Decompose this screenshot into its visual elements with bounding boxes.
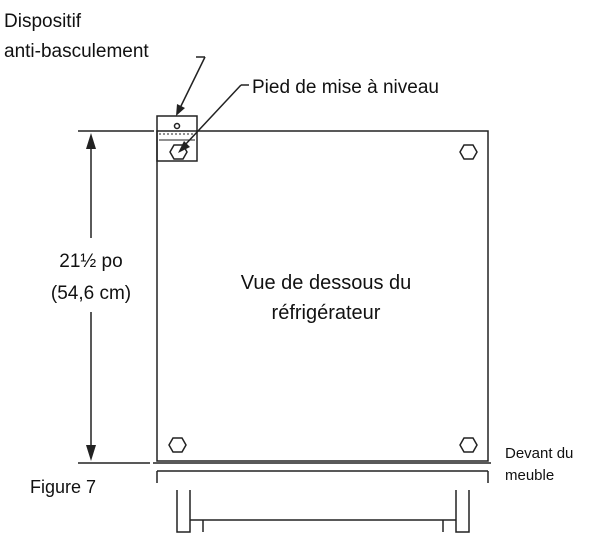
- view-label-line1: Vue de dessous du: [241, 272, 412, 294]
- anti-tip-leader-line: [179, 56, 206, 109]
- refrigerator-bottom-view: [153, 130, 491, 464]
- leg-leader-line: [183, 84, 242, 147]
- leveling-leg-top-right-icon: [459, 144, 478, 160]
- refrigerator-outline: [156, 130, 489, 462]
- dimension-arrow-down-icon: [86, 445, 96, 461]
- dimension-arrow-up-icon: [86, 133, 96, 149]
- leveling-leg-label: Pied de mise à niveau: [252, 77, 439, 98]
- cabinet-front-label-line1: Devant du: [505, 445, 573, 462]
- leveling-leg-bottom-left-icon: [168, 437, 187, 453]
- leg-leader-arrow-icon: [178, 141, 190, 153]
- cabinet: [156, 470, 489, 533]
- view-label-line2: réfrigérateur: [272, 302, 381, 324]
- cabinet-front-label-line2: meuble: [505, 467, 554, 484]
- cabinet-right-leg: [455, 490, 470, 533]
- bracket-plate: [156, 115, 198, 162]
- dimension-marker: [78, 130, 154, 464]
- anti-tip-label-line1: Dispositif: [4, 11, 82, 32]
- dimension-label-line1: 21½ po: [59, 251, 122, 272]
- leveling-leg-top-left-icon: [169, 144, 188, 160]
- dimension-label-line2: (54,6 cm): [51, 283, 131, 304]
- anti-tip-leader-arrow-icon: [176, 104, 185, 116]
- leveling-leg-bottom-right-icon: [459, 437, 478, 453]
- figure-label: Figure 7: [30, 477, 96, 497]
- cabinet-left-leg: [176, 490, 191, 533]
- callout-leaders: [176, 56, 249, 153]
- bracket-screw-hole: [173, 122, 181, 130]
- leveling-legs: [168, 144, 478, 453]
- anti-tip-label-line2: anti-basculement: [4, 41, 149, 62]
